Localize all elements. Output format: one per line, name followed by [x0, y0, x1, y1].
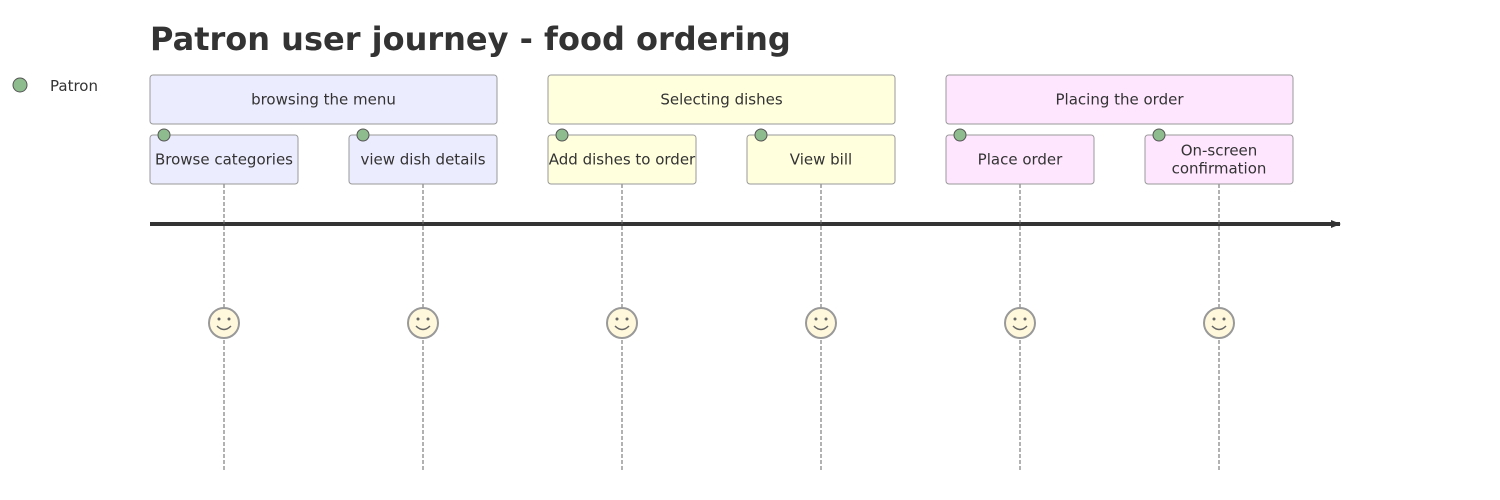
satisfaction-face-icon — [1004, 307, 1036, 339]
task-3: Add dishes to order — [547, 128, 697, 472]
task-label: Add dishes to order — [549, 151, 696, 169]
task-actor-dot — [555, 128, 569, 142]
satisfaction-face-icon — [606, 307, 638, 339]
satisfaction-face-icon — [805, 307, 837, 339]
diagram-title: Patron user journey - food ordering — [150, 20, 791, 58]
section-3: Placing the order — [945, 74, 1294, 125]
task-box — [1144, 134, 1294, 185]
task-1: Browse categories — [149, 128, 299, 472]
sections-layer: browsing the menu Selecting dishes Placing… — [149, 74, 1294, 125]
section-box — [149, 74, 498, 125]
task-label: Browse categories — [155, 151, 293, 169]
task-box — [149, 134, 299, 185]
task-box — [945, 134, 1095, 185]
task-label: View bill — [790, 151, 852, 169]
section-box — [945, 74, 1294, 125]
task-label: Place order — [978, 151, 1063, 169]
actor-legend-dot — [12, 77, 28, 93]
section-2: Selecting dishes — [547, 74, 896, 125]
tasks-layer: Browse categories view dish details Add di… — [149, 128, 1294, 472]
satisfaction-face-icon — [1203, 307, 1235, 339]
task-label: view dish details — [360, 151, 485, 169]
section-label: browsing the menu — [251, 91, 396, 109]
task-actor-dot — [754, 128, 768, 142]
section-label: Selecting dishes — [660, 91, 782, 109]
satisfaction-face-icon — [407, 307, 439, 339]
task-actor-dot — [157, 128, 171, 142]
task-actor-dot — [1152, 128, 1166, 142]
actor-legend: Patron — [12, 77, 98, 95]
task-actor-dot — [953, 128, 967, 142]
actor-legend-label: Patron — [50, 77, 98, 95]
task-box — [547, 134, 697, 185]
section-box — [547, 74, 896, 125]
task-box — [348, 134, 498, 185]
task-box — [746, 134, 896, 185]
task-actor-dot — [356, 128, 370, 142]
section-label: Placing the order — [1056, 91, 1185, 109]
task-5: Place order — [945, 128, 1095, 472]
task-4: View bill — [746, 128, 896, 472]
task-2: view dish details — [348, 128, 498, 472]
satisfaction-face-icon — [208, 307, 240, 339]
section-1: browsing the menu — [149, 74, 498, 125]
